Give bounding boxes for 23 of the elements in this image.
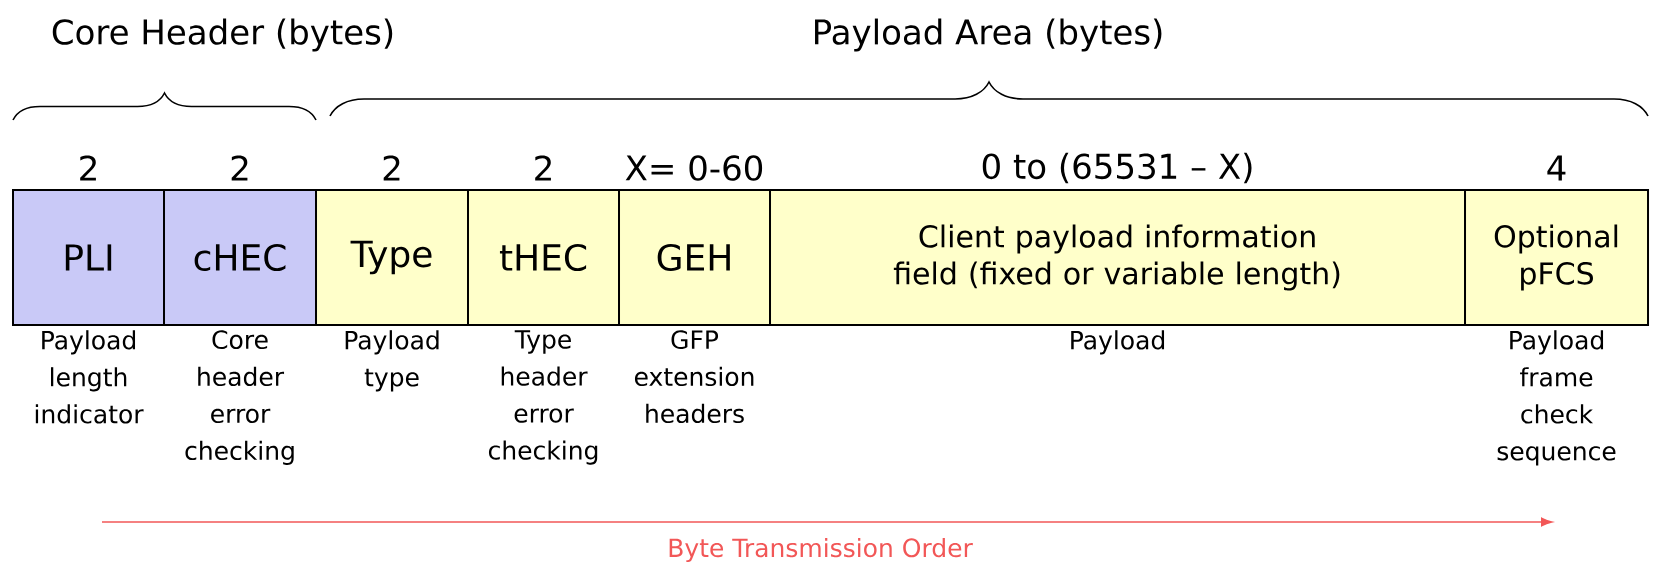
field-box: tHEC (467, 189, 620, 326)
field-description: GFP extension headers (634, 330, 754, 424)
field-description: Payload type (345, 330, 439, 392)
field-description: Payload frame check sequence (1497, 330, 1616, 466)
section-heading: Core Header (bytes) (52, 18, 393, 52)
size-label: 2 (80, 155, 96, 181)
size-label: 2 (231, 155, 248, 181)
field-description: Type header error checking (488, 330, 598, 465)
field-box: GEH (618, 189, 771, 326)
size-label: 2 (535, 155, 551, 181)
field-description: Core header error checking (185, 330, 294, 465)
size-label: X= 0-60 (625, 155, 763, 181)
size-label: 0 to (65531 – X) (982, 152, 1252, 184)
section-heading: Payload Area (bytes) (815, 18, 1162, 52)
size-label: 2 (383, 155, 400, 181)
field-description: Payload (1071, 330, 1165, 355)
field-box: Type (315, 189, 469, 326)
size-label: 4 (1547, 155, 1566, 181)
field-box: Optional pFCS (1464, 189, 1649, 326)
field-box: PLI (12, 189, 165, 326)
field-box: cHEC (163, 189, 317, 326)
field-description: Payload length indicator (35, 330, 144, 424)
arrow-caption: Byte Transmission Order (669, 537, 973, 563)
